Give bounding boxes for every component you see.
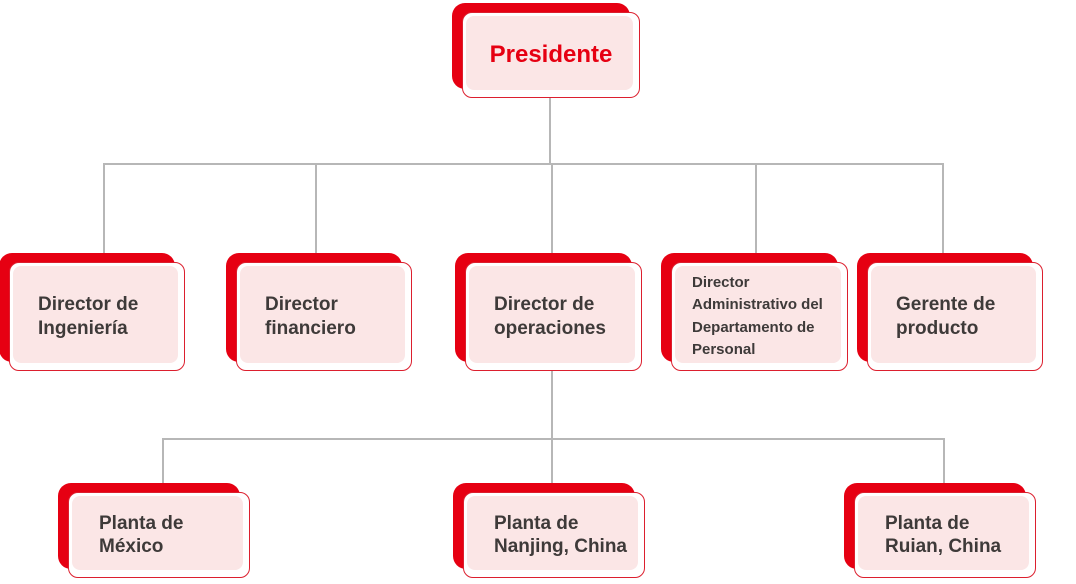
- org-node-gerente-producto: Gerente de producto: [857, 253, 1043, 371]
- node-label: Director de operaciones: [494, 294, 606, 339]
- node-fill: [469, 266, 635, 363]
- node-label: Planta de Ruian, China: [885, 512, 1002, 557]
- connector-drop-gerente: [942, 163, 944, 255]
- connector-operaciones-stem: [551, 371, 553, 440]
- node-box: Planta de México: [68, 492, 250, 578]
- node-label: Presidente: [489, 41, 613, 69]
- connector-drop-financiero: [315, 163, 317, 255]
- connector-drop-mexico: [162, 438, 164, 486]
- node-box: Director financiero: [236, 262, 412, 371]
- node-fill: [858, 496, 1029, 570]
- connector-drop-ruian: [943, 438, 945, 486]
- org-node-presidente: Presidente: [452, 3, 640, 98]
- node-fill: [72, 496, 243, 570]
- connector-drop-operaciones: [551, 163, 553, 255]
- node-fill: [675, 266, 841, 363]
- connector-root-stem: [549, 98, 551, 164]
- node-box: Planta de Nanjing, China: [463, 492, 645, 578]
- node-fill: [467, 496, 638, 570]
- node-fill: [466, 16, 633, 90]
- node-box: Gerente de producto: [867, 262, 1043, 371]
- node-label: Gerente de producto: [896, 294, 996, 339]
- node-label: Planta de México: [99, 512, 184, 557]
- org-node-planta-nanjing: Planta de Nanjing, China: [453, 483, 645, 578]
- node-box: Presidente: [462, 12, 640, 98]
- org-node-director-ingenieria: Director de Ingeniería: [0, 253, 185, 371]
- node-label: Director Administrativo del Departamento…: [692, 273, 823, 359]
- node-label: Director de Ingeniería: [38, 294, 139, 339]
- connector-drop-ingenieria: [103, 163, 105, 255]
- node-label: Planta de Nanjing, China: [494, 512, 627, 557]
- org-node-planta-mexico: Planta de México: [58, 483, 250, 578]
- connector-level3-rail: [162, 438, 945, 440]
- connector-drop-nanjing: [551, 438, 553, 486]
- node-label: Director financiero: [265, 294, 356, 339]
- org-node-director-administrativo: Director Administrativo del Departamento…: [661, 253, 848, 371]
- org-node-planta-ruian: Planta de Ruian, China: [844, 483, 1036, 578]
- node-fill: [871, 266, 1036, 363]
- org-node-director-operaciones: Director de operaciones: [455, 253, 642, 371]
- org-node-director-financiero: Director financiero: [226, 253, 412, 371]
- node-fill: [240, 266, 405, 363]
- node-box: Director de operaciones: [465, 262, 642, 371]
- node-fill: [13, 266, 178, 363]
- node-box: Director de Ingeniería: [9, 262, 185, 371]
- connector-level2-rail: [103, 163, 944, 165]
- node-box: Planta de Ruian, China: [854, 492, 1036, 578]
- node-box: Director Administrativo del Departamento…: [671, 262, 848, 371]
- connector-drop-administrativo: [755, 163, 757, 255]
